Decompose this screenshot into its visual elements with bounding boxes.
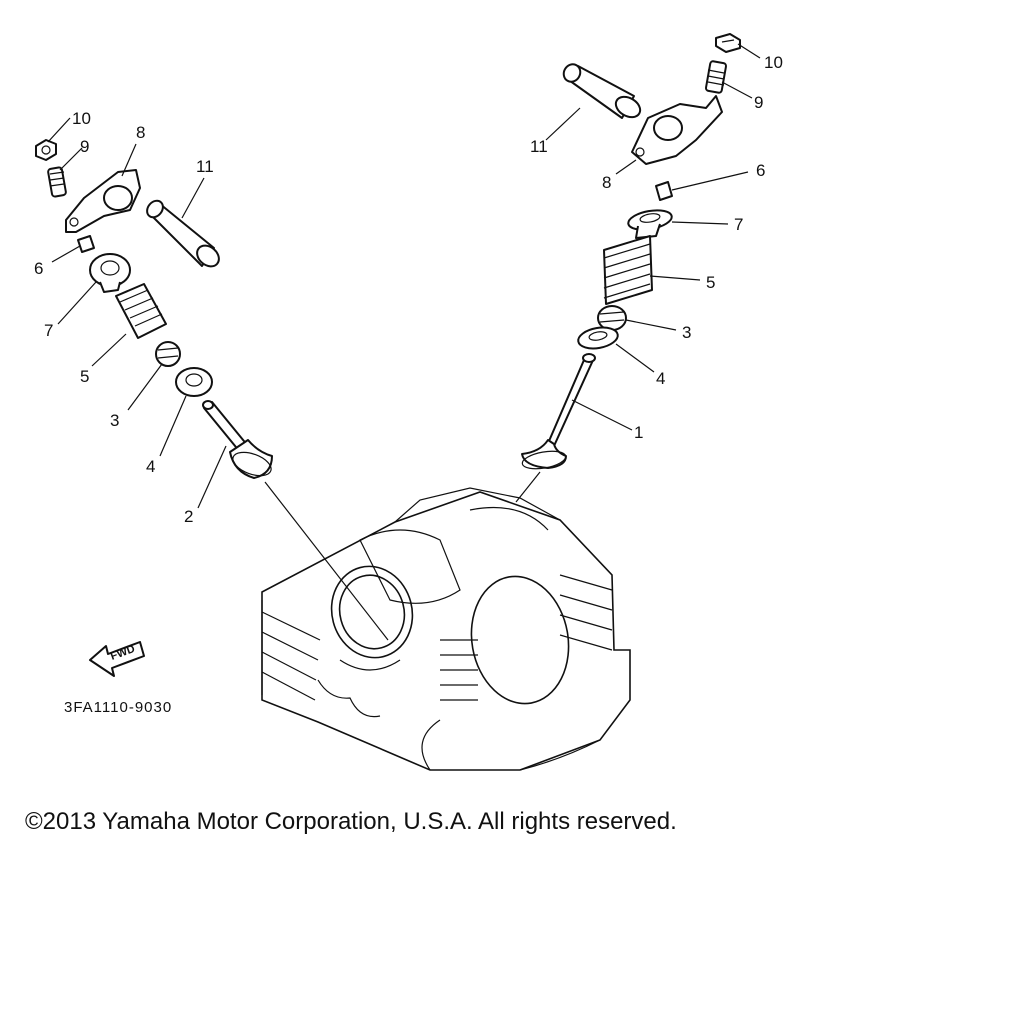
callout-left-4: 4	[146, 457, 155, 476]
left-spring-seat	[175, 367, 213, 397]
right-rocker-arm	[631, 95, 723, 165]
callout-right-1: 1	[634, 423, 643, 442]
callout-right-8: 8	[602, 173, 611, 192]
left-locknut	[35, 139, 57, 161]
callout-right-6: 6	[756, 161, 765, 180]
left-intake-valve	[202, 400, 273, 479]
right-adjuster-screw	[704, 60, 728, 94]
right-exhaust-valve	[521, 353, 596, 470]
left-rocker-shaft	[146, 199, 220, 268]
callout-numbers: 10 9 11 8 6 7 5 3 4 1 10 9 8 11 6 7 5 3 …	[34, 53, 783, 526]
valve-train-diagram: FWD 10 9 11 8 6 7 5 3 4 1	[34, 33, 783, 771]
callout-left-6: 6	[34, 259, 43, 278]
callout-left-3: 3	[110, 411, 119, 430]
callout-left-11: 11	[196, 157, 214, 176]
right-locknut	[715, 33, 741, 53]
right-valve-cotter	[655, 181, 673, 201]
left-valve-cotter	[77, 235, 95, 253]
left-valve-stem-seal	[155, 341, 181, 367]
callout-right-7: 7	[734, 215, 743, 234]
diagram-code: 3FA1110-9030	[64, 699, 172, 716]
callout-right-5: 5	[706, 273, 715, 292]
left-rocker-arm	[65, 169, 141, 233]
callout-left-7: 7	[44, 321, 53, 340]
left-adjuster-screw	[47, 166, 67, 198]
callout-left-2: 2	[184, 507, 193, 526]
forward-direction-arrow: FWD	[89, 641, 145, 677]
left-valve-spring	[115, 283, 167, 339]
right-valve-assembly	[521, 33, 741, 470]
copyright-notice: ©2013 Yamaha Motor Corporation, U.S.A. A…	[25, 808, 677, 835]
right-valve-spring	[603, 235, 653, 305]
callout-right-11: 11	[530, 137, 548, 156]
callout-right-4: 4	[656, 369, 665, 388]
right-spring-seat	[577, 326, 619, 350]
callout-left-9: 9	[80, 137, 89, 156]
cylinder-head	[261, 487, 631, 771]
callout-left-8: 8	[136, 123, 145, 142]
right-spring-retainer	[627, 209, 673, 239]
callout-left-10: 10	[72, 109, 91, 128]
left-spring-retainer	[89, 253, 131, 293]
callout-left-5: 5	[80, 367, 89, 386]
left-valve-assembly	[35, 139, 273, 479]
leader-lines	[47, 43, 761, 509]
right-rocker-shaft	[562, 63, 642, 119]
callout-right-9: 9	[754, 93, 763, 112]
callout-right-10: 10	[764, 53, 783, 72]
callout-right-3: 3	[682, 323, 691, 342]
right-valve-stem-seal	[597, 305, 627, 331]
